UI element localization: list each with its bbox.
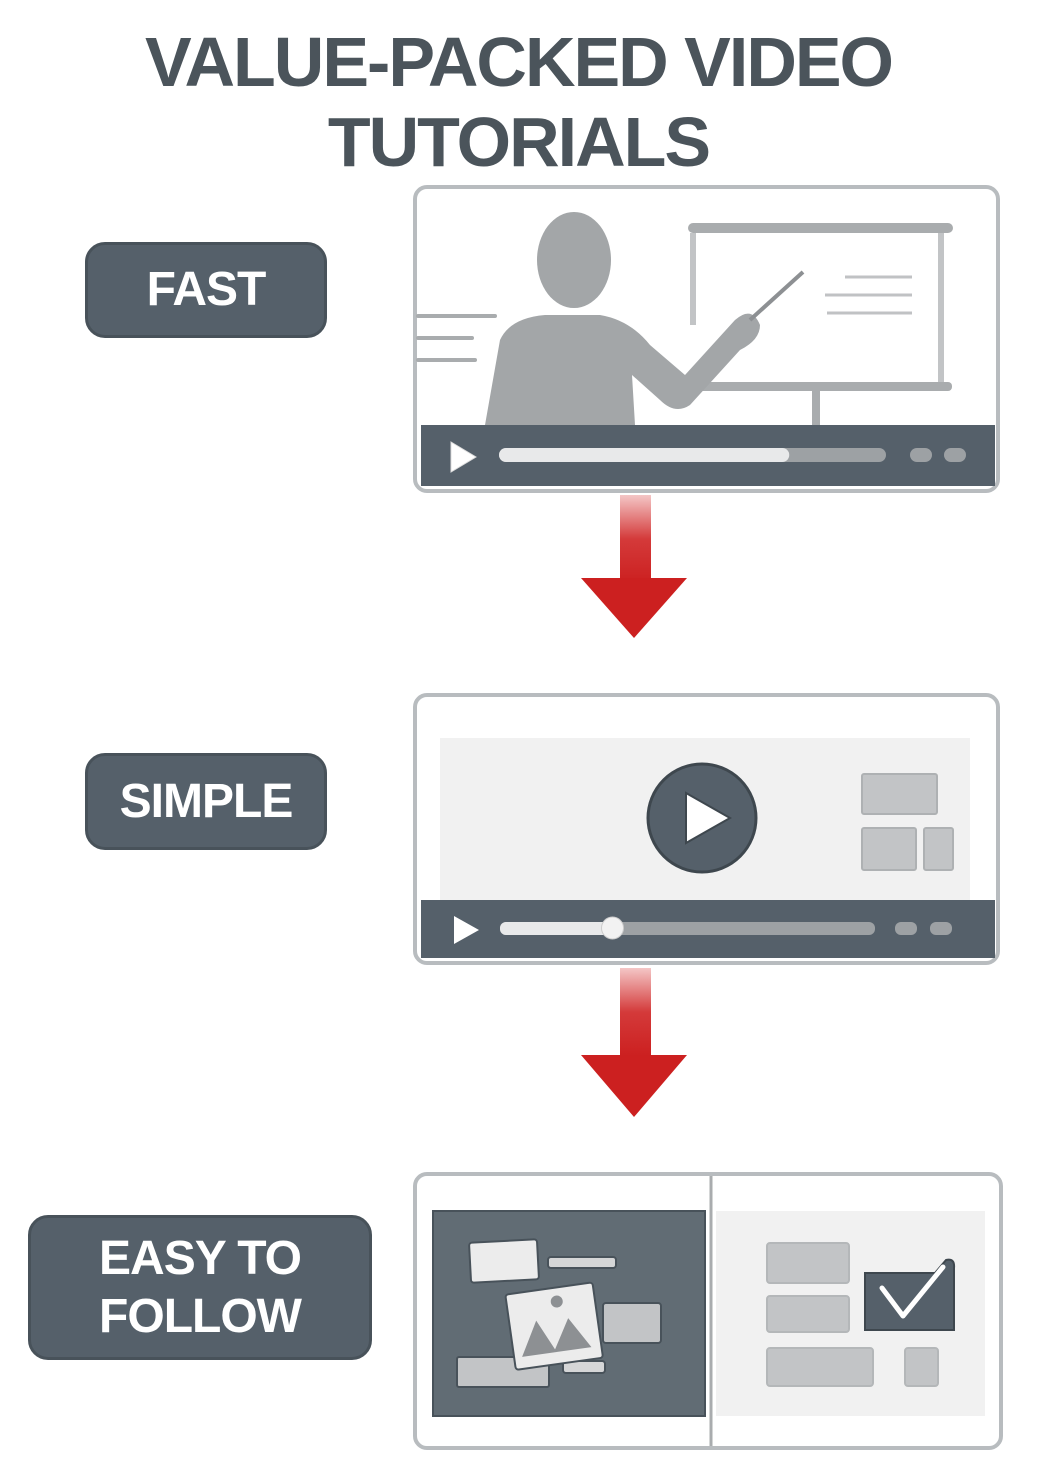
- step-label-simple: SIMPLE: [85, 753, 327, 850]
- presenter-icon: [485, 212, 805, 425]
- play-icon[interactable]: [646, 762, 758, 874]
- step-label-easy-to-follow: EASY TO FOLLOW: [28, 1215, 372, 1360]
- video-panel-simple[interactable]: [413, 693, 1000, 965]
- control-dot[interactable]: [895, 922, 917, 935]
- arrow-down-icon: [581, 495, 687, 638]
- page-title: VALUE-PACKED VIDEO TUTORIALS: [144, 23, 894, 181]
- video-control-bar[interactable]: [421, 425, 995, 486]
- control-dot[interactable]: [910, 448, 932, 462]
- video-control-bar[interactable]: [421, 900, 995, 958]
- progress-handle[interactable]: [601, 916, 624, 940]
- content-cards-icon: [456, 1238, 662, 1388]
- label-text: FOLLOW: [99, 1289, 302, 1343]
- arrow-down-icon: [581, 968, 687, 1117]
- label-text: SIMPLE: [119, 774, 294, 828]
- video-panel-easy-to-follow[interactable]: [413, 1172, 1003, 1450]
- label-text: FAST: [146, 263, 267, 316]
- progress-fill: [500, 922, 613, 935]
- step-label-fast: FAST: [85, 242, 327, 338]
- control-dot[interactable]: [930, 922, 952, 935]
- whiteboard-icon: [688, 223, 953, 426]
- video-panel-fast[interactable]: [413, 185, 1000, 493]
- control-dot[interactable]: [944, 448, 966, 462]
- checkmark-icon: [864, 1258, 956, 1331]
- image-icon: [504, 1281, 604, 1371]
- progress-fill: [499, 448, 790, 462]
- play-icon[interactable]: [450, 441, 477, 473]
- layout-blocks-icon: [861, 773, 954, 871]
- play-icon[interactable]: [454, 916, 479, 944]
- checklist-blocks: [766, 1242, 939, 1387]
- label-text: EASY TO: [99, 1231, 302, 1285]
- speed-lines-icon: [416, 314, 497, 362]
